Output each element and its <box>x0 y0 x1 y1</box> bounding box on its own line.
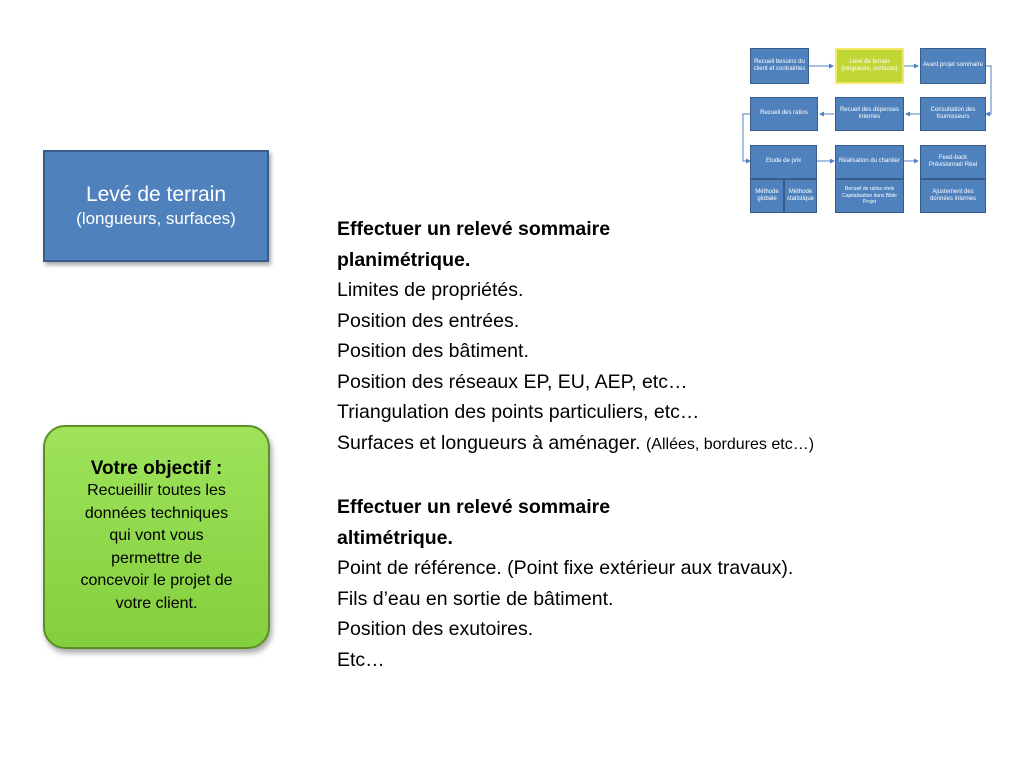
node-capitalisation: Recueil de ratios réels Capitalisation d… <box>835 179 904 213</box>
section1-item: Position des réseaux EP, EU, AEP, etc… <box>337 370 688 393</box>
node-avant-projet: Avant projet sommaire <box>920 48 986 84</box>
arrow <box>742 113 751 164</box>
section1-last-note: (Allées, bordures etc…) <box>645 435 815 453</box>
section2-item: Point de référence. (Point fixe extérieu… <box>337 557 794 579</box>
section2-item: Fils d’eau en sortie de bâtiment. <box>337 587 614 610</box>
section-gap <box>337 460 977 492</box>
content-body: Effectuer un relevé sommaire planimétriq… <box>337 214 977 675</box>
section1-last-main: Surfaces et longueurs à aménager. <box>337 431 641 454</box>
node-recueil-besoins: Recueil besoins du client et contraintes <box>750 48 809 84</box>
diagram-arrows <box>742 63 992 164</box>
node-recueil-ratios: Recueil des ratios <box>750 97 818 131</box>
node-recueil-depenses: Recueil des dépenses internes <box>835 97 904 131</box>
section1-item: Position des bâtiment. <box>337 340 529 362</box>
node-leve-terrain: Levé de terrain (longueurs, surfaces) <box>835 48 904 84</box>
section1-item: Position des entrées. <box>337 309 520 332</box>
goal-title: Votre objectif : <box>90 458 223 479</box>
section2-heading: altimétrique. <box>337 526 453 549</box>
goal-line: Recueillir toutes les <box>87 482 226 499</box>
section1-heading: planimétrique. <box>337 248 471 271</box>
section2-heading: Effectuer un relevé sommaire <box>337 496 611 518</box>
process-diagram: Recueil besoins du client et contraintes… <box>740 40 995 220</box>
title-box: Levé de terrain (longueurs, surfaces) <box>43 150 269 262</box>
node-realisation: Réalisation du chantier <box>835 145 904 179</box>
node-etude-prix: Etude de prix <box>750 145 817 179</box>
goal-line: votre client. <box>115 594 198 612</box>
goal-line: qui vont vous <box>109 527 204 544</box>
goal-line: concevoir le projet de <box>80 572 233 589</box>
arrow <box>985 65 992 117</box>
section1-item: Limites de propriétés. <box>337 279 524 301</box>
section1-heading: Effectuer un relevé sommaire <box>337 218 611 240</box>
node-feedback: Feed-back Prévisionnel/ Réel <box>920 145 986 179</box>
title-line2: (longueurs, surfaces) <box>76 209 236 228</box>
node-methode-globale: Méthode globale <box>750 179 784 213</box>
node-consultation: Consultation des fournisseurs <box>920 97 986 131</box>
section2-item: Etc… <box>337 648 385 671</box>
title-line1: Levé de terrain <box>85 183 227 206</box>
node-ajustement: Ajustement des données internes <box>920 179 986 213</box>
section1-item-last: Surfaces et longueurs à aménager. (Allée… <box>337 428 977 461</box>
goal-box: Votre objectif : Recueillir toutes les d… <box>43 425 270 649</box>
goal-line: données techniques <box>84 504 229 522</box>
node-methode-statistique: Méthode statistique <box>784 179 817 213</box>
section2-item: Position des exutoires. <box>337 618 534 640</box>
goal-line: permettre de <box>111 549 202 567</box>
section1-item: Triangulation des points particuliers, e… <box>337 401 700 423</box>
